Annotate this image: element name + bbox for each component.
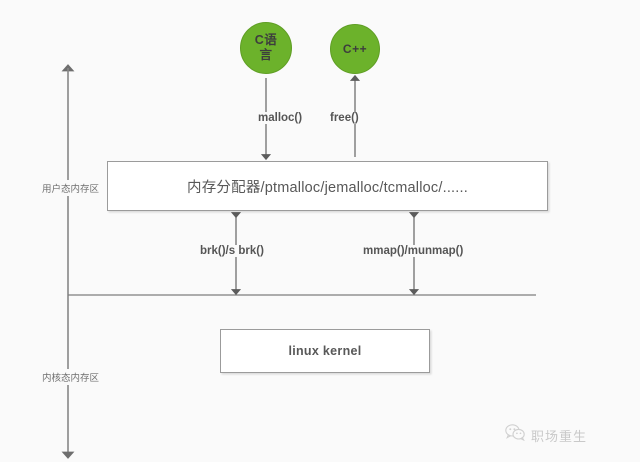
node-linux-kernel[interactable]: linux kernel [220,329,430,373]
watermark: 职场重生 [505,424,587,446]
edge-label-malloc: malloc() [255,112,306,124]
edge-label-brk: brk()/s brk() [197,245,267,257]
node-linux-kernel-label: linux kernel [288,344,362,358]
edge-label-free: free() [327,112,362,124]
zone-label-user-space: 用户态内存区 [40,180,102,196]
edge-label-mmap: mmap()/munmap() [360,245,467,257]
node-memory-allocator-label: 内存分配器/ptmalloc/jemalloc/tcmalloc/...... [187,179,468,196]
node-cpp-language[interactable]: C++ [330,24,380,74]
node-c-language-label: C语言 [254,33,278,62]
node-cpp-language-label: C++ [342,42,368,56]
node-memory-allocator[interactable]: 内存分配器/ptmalloc/jemalloc/tcmalloc/...... [107,161,548,211]
node-c-language[interactable]: C语言 [240,22,292,74]
watermark-text: 职场重生 [531,428,588,444]
wechat-icon [505,424,525,446]
zone-label-kernel-space: 内核态内存区 [40,369,102,385]
